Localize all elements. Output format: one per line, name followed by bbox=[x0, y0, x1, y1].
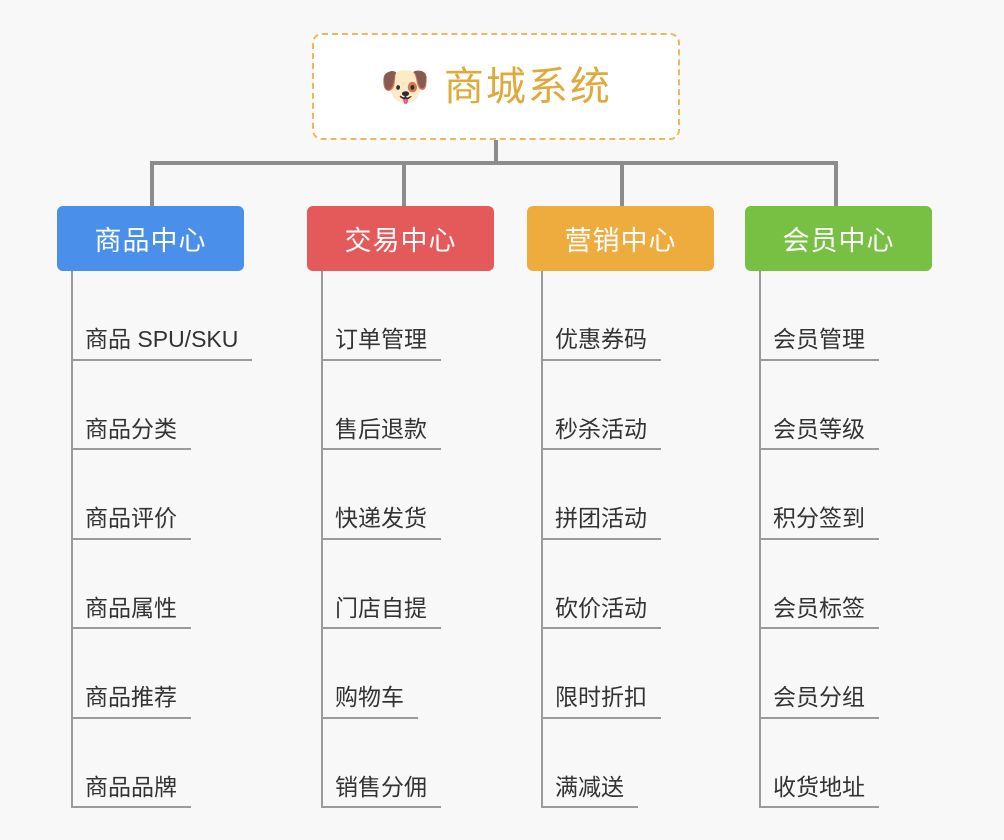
list-item[interactable]: 商品品牌 bbox=[73, 719, 252, 808]
leaf-label: 销售分佣 bbox=[323, 774, 441, 808]
leaf-list-member-center: 会员管理 会员等级 积分签到 会员标签 会员分组 收货地址 bbox=[759, 271, 932, 808]
connector-drop-product-center bbox=[150, 161, 154, 206]
leaf-label: 会员标签 bbox=[761, 595, 879, 629]
list-item[interactable]: 积分签到 bbox=[761, 450, 932, 540]
leaf-list-product-center: 商品 SPU/SKU 商品分类 商品评价 商品属性 商品推荐 商品品牌 bbox=[71, 271, 253, 808]
leaf-label: 商品属性 bbox=[73, 595, 191, 629]
category-header-trade-center[interactable]: 交易中心 bbox=[307, 206, 494, 271]
list-item[interactable]: 商品分类 bbox=[73, 361, 252, 450]
connector-drop-trade-center bbox=[402, 161, 406, 206]
leaf-label: 快递发货 bbox=[323, 505, 441, 540]
root-node[interactable]: 🐶 商城系统 bbox=[312, 33, 680, 140]
list-item[interactable]: 砍价活动 bbox=[543, 540, 714, 629]
list-item[interactable]: 收货地址 bbox=[761, 719, 932, 808]
list-item[interactable]: 会员等级 bbox=[761, 361, 932, 450]
list-item[interactable]: 会员管理 bbox=[761, 271, 932, 361]
list-item[interactable]: 限时折扣 bbox=[543, 629, 714, 719]
leaf-label: 积分签到 bbox=[761, 505, 879, 540]
list-item[interactable]: 售后退款 bbox=[323, 361, 494, 450]
leaf-label: 砍价活动 bbox=[543, 595, 661, 629]
root-title: 商城系统 bbox=[443, 64, 612, 109]
leaf-list-trade-center: 订单管理 售后退款 快递发货 门店自提 购物车 销售分佣 bbox=[321, 271, 494, 808]
list-item[interactable]: 满减送 bbox=[543, 719, 714, 808]
list-item[interactable]: 商品推荐 bbox=[73, 629, 252, 719]
leaf-label: 限时折扣 bbox=[543, 684, 661, 719]
list-item[interactable]: 商品评价 bbox=[73, 450, 252, 540]
category-column-trade-center: 交易中心 订单管理 售后退款 快递发货 门店自提 购物车 销售分佣 bbox=[307, 206, 494, 808]
connector-root-stem bbox=[494, 140, 498, 164]
connector-horizontal-bar bbox=[150, 161, 838, 165]
leaf-label: 会员分组 bbox=[761, 684, 879, 719]
leaf-label: 优惠券码 bbox=[543, 326, 661, 361]
leaf-label: 商品品牌 bbox=[73, 774, 191, 808]
category-column-product-center: 商品中心 商品 SPU/SKU 商品分类 商品评价 商品属性 商品推荐 商品品牌 bbox=[57, 206, 253, 808]
connector-drop-marketing-center bbox=[620, 161, 624, 206]
leaf-label: 商品分类 bbox=[73, 416, 191, 450]
list-item[interactable]: 商品 SPU/SKU bbox=[73, 271, 253, 361]
list-item[interactable]: 商品属性 bbox=[73, 540, 252, 629]
category-column-member-center: 会员中心 会员管理 会员等级 积分签到 会员标签 会员分组 收货地址 bbox=[745, 206, 932, 808]
shiba-dog-face-icon: 🐶 bbox=[380, 64, 430, 109]
category-column-marketing-center: 营销中心 优惠券码 秒杀活动 拼团活动 砍价活动 限时折扣 满减送 bbox=[527, 206, 714, 808]
list-item[interactable]: 订单管理 bbox=[323, 271, 494, 361]
list-item[interactable]: 购物车 bbox=[323, 629, 494, 719]
list-item[interactable]: 会员标签 bbox=[761, 540, 932, 629]
leaf-label: 商品推荐 bbox=[73, 684, 191, 719]
leaf-label: 门店自提 bbox=[323, 595, 441, 629]
category-header-marketing-center[interactable]: 营销中心 bbox=[527, 206, 714, 271]
leaf-label: 商品 SPU/SKU bbox=[73, 326, 253, 361]
list-item[interactable]: 门店自提 bbox=[323, 540, 494, 629]
category-header-product-center[interactable]: 商品中心 bbox=[57, 206, 244, 271]
leaf-label: 收货地址 bbox=[761, 774, 879, 808]
connector-drop-member-center bbox=[834, 161, 838, 206]
list-item[interactable]: 快递发货 bbox=[323, 450, 494, 540]
leaf-label: 售后退款 bbox=[323, 416, 441, 450]
leaf-list-marketing-center: 优惠券码 秒杀活动 拼团活动 砍价活动 限时折扣 满减送 bbox=[541, 271, 714, 808]
leaf-label: 秒杀活动 bbox=[543, 416, 661, 450]
leaf-label: 会员等级 bbox=[761, 416, 879, 450]
list-item[interactable]: 秒杀活动 bbox=[543, 361, 714, 450]
leaf-label: 会员管理 bbox=[761, 326, 879, 361]
leaf-label: 满减送 bbox=[543, 774, 638, 808]
leaf-label: 拼团活动 bbox=[543, 505, 661, 540]
leaf-label: 订单管理 bbox=[323, 326, 441, 361]
list-item[interactable]: 拼团活动 bbox=[543, 450, 714, 540]
list-item[interactable]: 优惠券码 bbox=[543, 271, 714, 361]
leaf-label: 购物车 bbox=[323, 684, 418, 719]
list-item[interactable]: 会员分组 bbox=[761, 629, 932, 719]
leaf-label: 商品评价 bbox=[73, 505, 191, 540]
list-item[interactable]: 销售分佣 bbox=[323, 719, 494, 808]
category-header-member-center[interactable]: 会员中心 bbox=[745, 206, 932, 271]
